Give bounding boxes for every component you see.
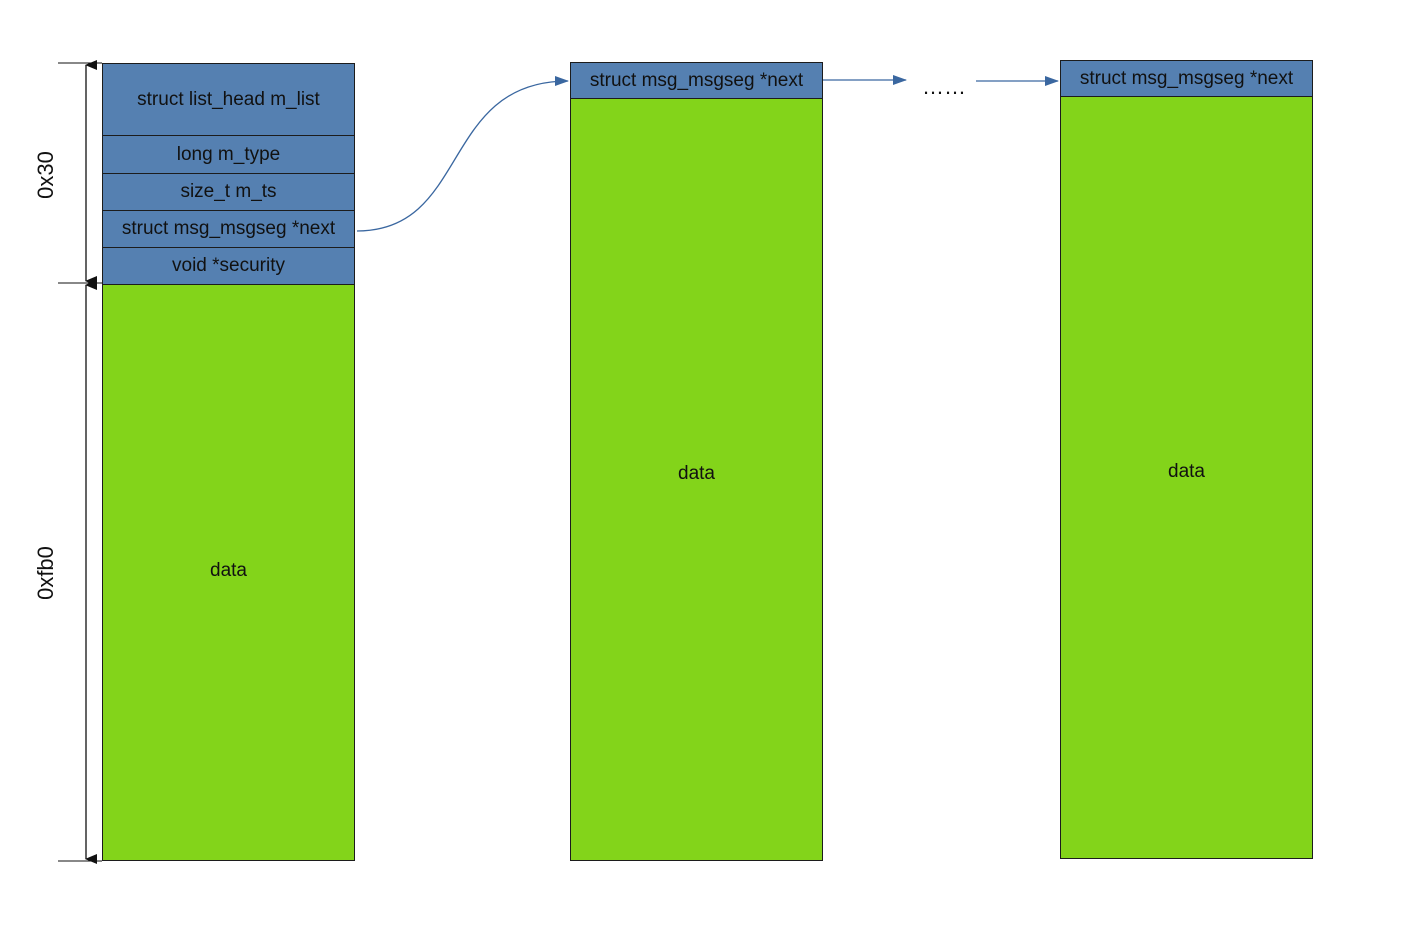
size-label-header: 0x30	[33, 151, 58, 199]
field-m-list: struct list_head m_list	[102, 63, 355, 136]
segment-next-field: struct msg_msgseg *next	[1060, 60, 1313, 97]
ellipsis: ……	[922, 74, 966, 99]
segment-data: data	[570, 98, 823, 861]
segment-data: data	[1060, 96, 1313, 859]
next-pointer-curve	[356, 76, 569, 232]
field-m-type: long m_type	[102, 135, 355, 174]
field-next: struct msg_msgseg *next	[102, 210, 355, 248]
size-label-data: 0xfb0	[33, 546, 58, 600]
field-security: void *security	[102, 247, 355, 285]
msg-msg-data: data	[102, 284, 355, 861]
segment-next-field: struct msg_msgseg *next	[570, 62, 823, 99]
field-m-ts: size_t m_ts	[102, 173, 355, 211]
